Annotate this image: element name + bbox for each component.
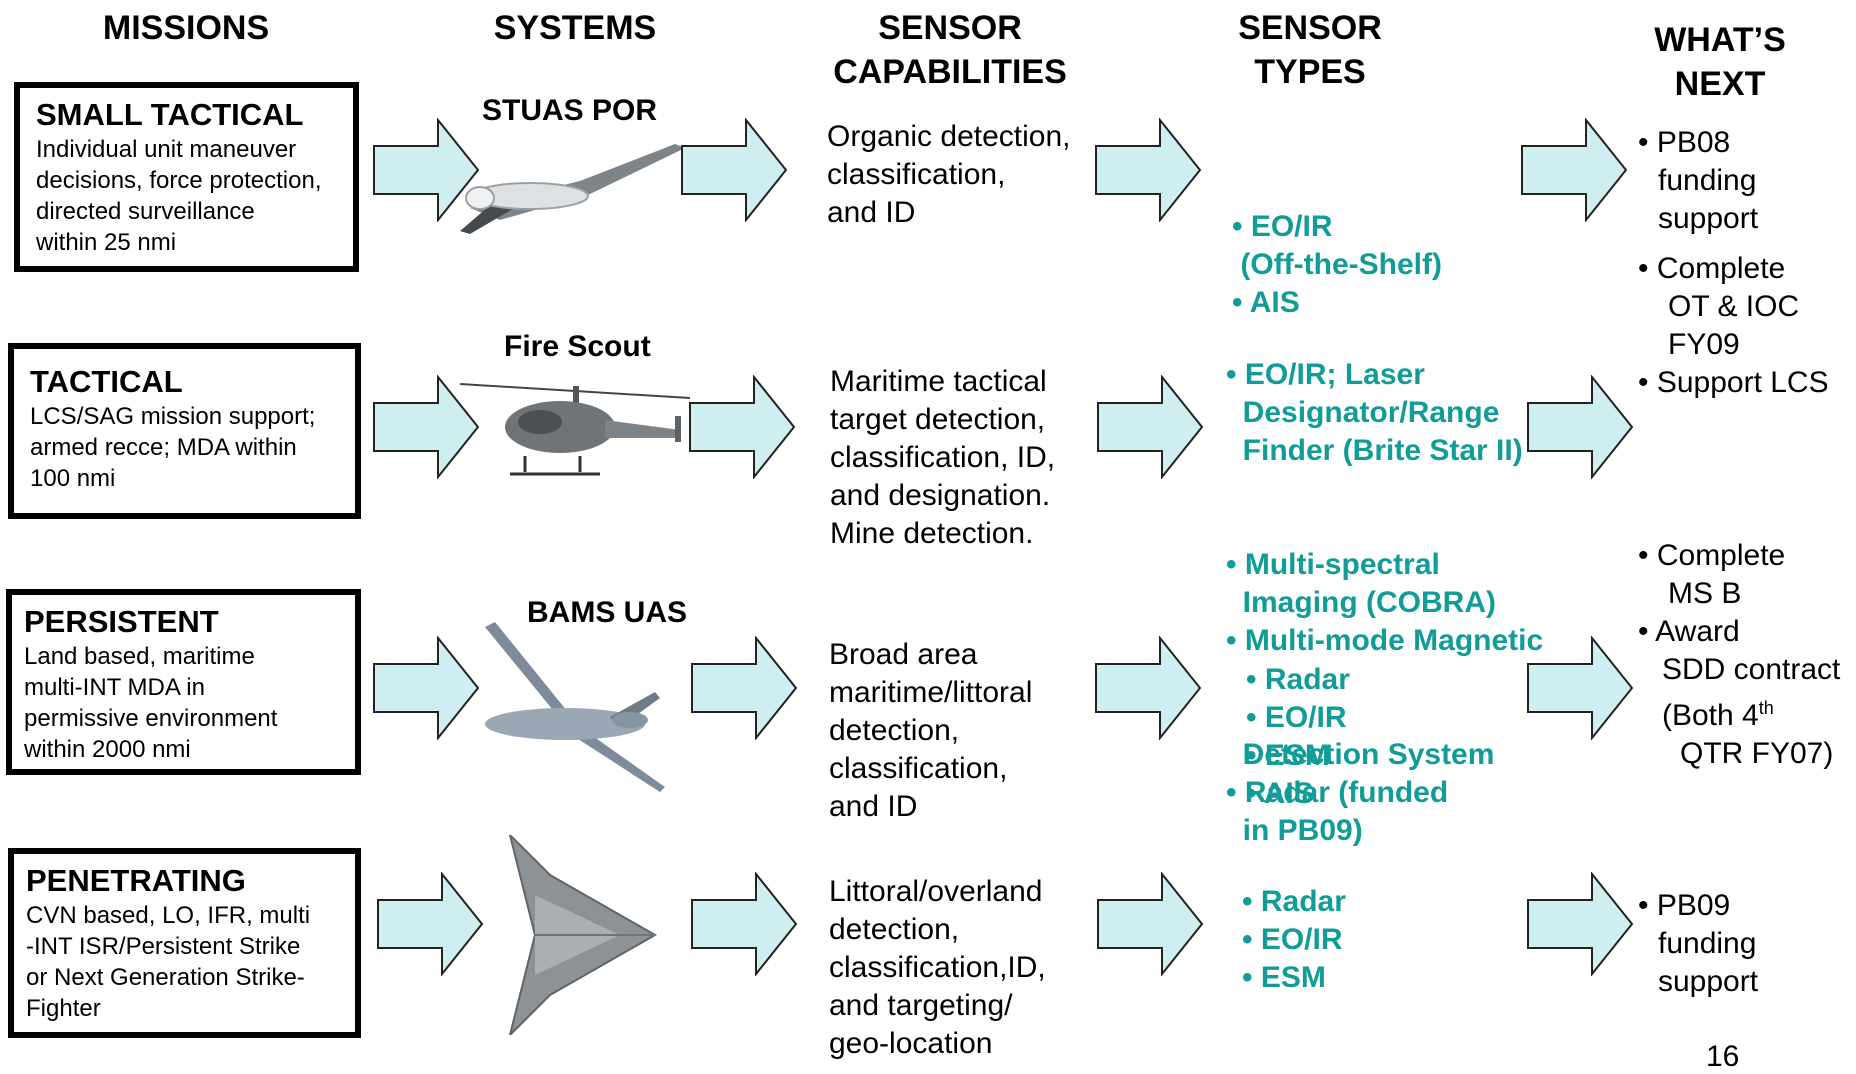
page-number: 16 xyxy=(1706,1040,1740,1073)
mission-title: PERSISTENT xyxy=(24,604,219,639)
capability-small-tactical: Organic detection,classification,and ID xyxy=(827,120,1071,229)
arrow-right-icon xyxy=(691,872,798,976)
arrow-right-icon xyxy=(691,636,798,740)
arrow-right-icon xyxy=(373,118,480,222)
sensor-types-persistent: • Radar• EO/IR• ESM • AIS xyxy=(1246,663,1350,810)
fire-scout-helicopter-image xyxy=(459,383,691,476)
whats-next-penetrating: • PB09 funding support xyxy=(1638,889,1759,998)
penetrating-uav-image xyxy=(508,835,658,1035)
mission-box-penetrating: PENETRATING CVN based, LO, IFR, multi-IN… xyxy=(8,848,361,1038)
header-whats-next: WHAT’S NEXT xyxy=(1654,21,1786,103)
sensor-types-tactical: • EO/IR; Laser Designator/Range Finder (… xyxy=(1226,358,1544,847)
arrow-right-icon xyxy=(373,636,480,740)
stuas-aircraft-image xyxy=(460,144,685,234)
mission-title: TACTICAL xyxy=(30,364,183,399)
sensor-types-penetrating: • Radar• EO/IR• ESM xyxy=(1242,885,1346,994)
whats-next-persistent: • Complete MS B • Award SDD contract (Bo… xyxy=(1638,539,1841,770)
sensor-types-small-tactical: • EO/IR (Off-the-Shelf)• AIS xyxy=(1232,210,1442,319)
system-name-fire-scout: Fire Scout xyxy=(504,330,651,363)
bams-uas-aircraft-image xyxy=(485,622,665,792)
arrow-right-icon xyxy=(377,872,484,976)
mission-desc: LCS/SAG mission support;armed recce; MDA… xyxy=(30,403,316,492)
arrow-right-icon xyxy=(689,375,796,479)
system-name-bams: BAMS UAS xyxy=(527,596,688,629)
arrow-right-icon xyxy=(681,118,788,222)
arrow-right-icon xyxy=(1521,118,1628,222)
system-name-stuas: STUAS POR xyxy=(482,94,658,127)
mission-title: SMALL TACTICAL xyxy=(36,97,304,132)
arrow-right-icon xyxy=(1527,636,1634,740)
arrow-right-icon xyxy=(373,375,480,479)
header-sensor-capabilities: SENSOR CAPABILITIES xyxy=(833,9,1067,91)
mission-desc: CVN based, LO, IFR, multi-INT ISR/Persis… xyxy=(26,902,311,1022)
arrow-right-icon xyxy=(1097,375,1204,479)
arrow-right-icon xyxy=(1095,636,1202,740)
whats-next-small-tactical: • PB08 funding support xyxy=(1638,126,1759,235)
mission-title: PENETRATING xyxy=(26,863,246,898)
arrow-right-icon xyxy=(1097,872,1204,976)
arrow-right-icon xyxy=(1527,872,1634,976)
header-systems: SYSTEMS xyxy=(493,9,657,47)
header-missions: MISSIONS xyxy=(102,9,270,47)
arrow-right-icon xyxy=(1095,118,1202,222)
header-sensor-types: SENSOR TYPES xyxy=(1238,9,1382,91)
mission-box-tactical: TACTICAL LCS/SAG mission support;armed r… xyxy=(8,343,361,519)
arrow-right-icon xyxy=(1527,375,1634,479)
whats-next-tactical: • Complete OT & IOC FY09 • Support LCS xyxy=(1638,252,1829,399)
